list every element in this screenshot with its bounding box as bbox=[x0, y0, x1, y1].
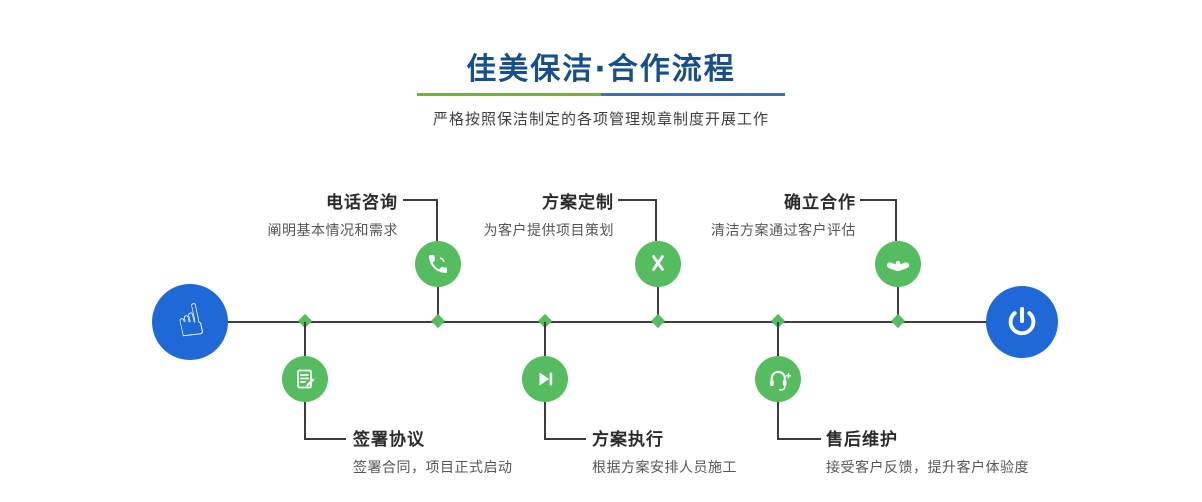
timeline-end-node bbox=[986, 286, 1058, 358]
step-desc: 根据方案安排人员施工 bbox=[592, 460, 737, 476]
title-underline bbox=[417, 93, 785, 96]
timeline-marker bbox=[650, 313, 666, 329]
connector-line bbox=[544, 402, 586, 440]
handshake-icon bbox=[886, 260, 910, 272]
design-node bbox=[635, 241, 681, 287]
step-label-block: 签署协议 签署合同，项目正式启动 bbox=[353, 425, 633, 477]
step-desc: 清洁方案通过客户评估 bbox=[711, 223, 856, 239]
step-title: 售后维护 bbox=[826, 430, 898, 450]
stem-line bbox=[437, 287, 439, 322]
stem-line bbox=[897, 287, 899, 322]
document-icon bbox=[297, 369, 315, 389]
timeline-start-node: ☝ bbox=[152, 284, 228, 360]
stem-line bbox=[304, 322, 306, 356]
play-icon bbox=[539, 372, 553, 386]
timeline-marker bbox=[430, 313, 446, 329]
power-icon bbox=[1008, 306, 1036, 336]
play-node bbox=[522, 356, 568, 402]
connector-line bbox=[304, 402, 346, 440]
step-label-block: 确立合作 清洁方案通过客户评估 bbox=[636, 188, 856, 240]
handshake-node bbox=[875, 241, 921, 287]
headset-icon bbox=[769, 370, 791, 391]
step-desc: 阐明基本情况和需求 bbox=[267, 223, 398, 239]
stem-line bbox=[777, 322, 779, 356]
stem-line bbox=[657, 287, 659, 322]
headset-node bbox=[755, 356, 801, 402]
step-title: 方案执行 bbox=[592, 430, 664, 450]
step-label-block: 电话咨询 阐明基本情况和需求 bbox=[178, 188, 398, 240]
phone-icon bbox=[429, 255, 447, 273]
step-desc: 接受客户反馈，提升客户体验度 bbox=[826, 460, 1029, 476]
page-title: 佳美保洁·合作流程 bbox=[466, 52, 736, 87]
document-node bbox=[282, 356, 328, 402]
step-label-block: 售后维护 接受客户反馈，提升客户体验度 bbox=[826, 425, 1106, 477]
timeline-marker bbox=[890, 313, 906, 329]
connector-line bbox=[777, 402, 821, 440]
timeline-line bbox=[190, 321, 1022, 323]
page-subtitle: 严格按照保洁制定的各项管理规章制度开展工作 bbox=[432, 110, 769, 128]
phone-node bbox=[415, 241, 461, 287]
stem-line bbox=[544, 322, 546, 356]
hand-pointer-icon: ☝ bbox=[171, 293, 209, 350]
connector-line bbox=[403, 199, 438, 241]
connector-line bbox=[618, 199, 657, 241]
step-desc: 签署合同，项目正式启动 bbox=[353, 460, 513, 476]
step-title: 签署协议 bbox=[353, 430, 425, 450]
step-title: 方案定制 bbox=[542, 193, 614, 213]
design-icon bbox=[652, 255, 664, 271]
connector-line bbox=[860, 199, 897, 241]
step-title: 确立合作 bbox=[784, 193, 856, 213]
step-label-block: 方案执行 根据方案安排人员施工 bbox=[592, 425, 872, 477]
step-title: 电话咨询 bbox=[326, 193, 398, 213]
step-label-block: 方案定制 为客户提供项目策划 bbox=[394, 188, 614, 240]
step-desc: 为客户提供项目策划 bbox=[483, 223, 614, 239]
